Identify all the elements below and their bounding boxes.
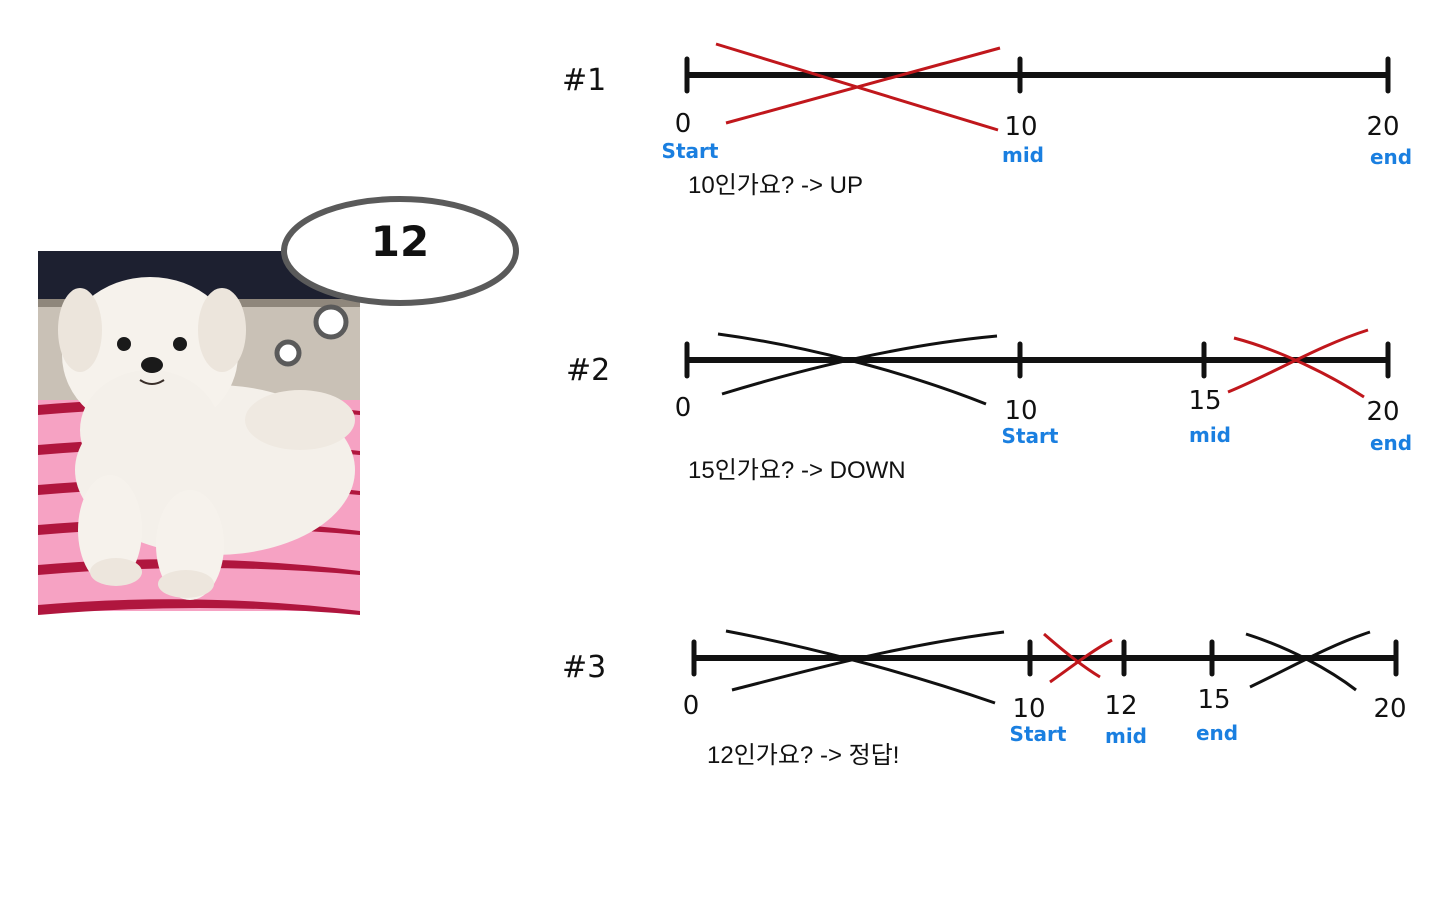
row-1: #1 0 10 20 Start mid end 10인가요? -> UP [562, 42, 1412, 199]
cushion-stripe [38, 599, 360, 615]
role-label-mid: mid [1189, 423, 1231, 447]
black-cross-0-10 [731, 630, 1005, 692]
red-cross-10-12 [1043, 632, 1101, 679]
thought-bubble: 12 [274, 196, 519, 367]
ticks [684, 56, 1391, 94]
tick-label: 10 [1004, 396, 1037, 426]
role-label-end: end [1196, 721, 1238, 745]
row-caption: 15인가요? -> DOWN [688, 457, 906, 484]
tick-label: 20 [1373, 694, 1406, 724]
tick-label: 15 [1197, 685, 1230, 715]
thought-bubble-number: 12 [371, 217, 429, 266]
tick-label: 0 [675, 393, 692, 423]
tick-label: 20 [1366, 112, 1399, 142]
red-cross-0-10 [725, 46, 1001, 125]
black-cross-0-10 [725, 629, 996, 705]
role-label-end: end [1370, 431, 1412, 455]
red-cross-15-20 [1227, 328, 1369, 394]
black-cross-15-20 [1249, 630, 1371, 689]
ticks [684, 341, 1391, 379]
role-label-start: Start [662, 139, 719, 163]
tick-label: 0 [683, 691, 700, 721]
tick-label: 15 [1188, 386, 1221, 416]
tick-label: 10 [1012, 694, 1045, 724]
tick-label: 20 [1366, 397, 1399, 427]
role-label-mid: mid [1002, 143, 1044, 167]
row-caption: 12인가요? -> 정답! [707, 742, 899, 769]
row-3: #3 0 10 12 15 20 Start mid end 12인가요? ->… [562, 629, 1407, 769]
red-cross-10-12 [1049, 638, 1113, 684]
row-2: #2 0 10 15 20 Start mid end 15인가요? -> DO… [566, 328, 1412, 484]
row-label: #3 [562, 650, 606, 685]
ticks [691, 639, 1399, 677]
role-label-start: Start [1002, 424, 1059, 448]
role-label-mid: mid [1105, 724, 1147, 748]
dog-photo [38, 251, 360, 615]
tick-label: 12 [1104, 691, 1137, 721]
red-cross-15-20 [1233, 336, 1365, 399]
black-cross-0-10 [717, 332, 987, 406]
role-label-start: Start [1010, 722, 1067, 746]
role-label-end: end [1370, 145, 1412, 169]
tick-label: 0 [675, 109, 692, 139]
row-label: #2 [566, 353, 610, 388]
black-cross-0-10 [721, 334, 998, 396]
row-label: #1 [562, 63, 606, 98]
row-caption: 10인가요? -> UP [688, 172, 863, 199]
tick-label: 10 [1004, 112, 1037, 142]
